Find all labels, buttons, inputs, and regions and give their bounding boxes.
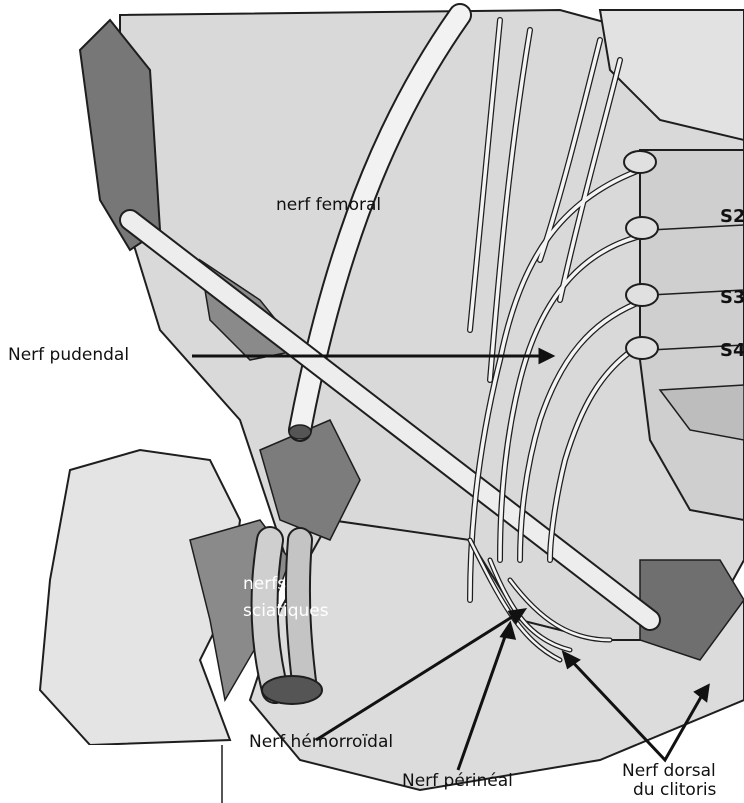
label-nerfs-sciatiques-1: nerfs — [243, 575, 286, 594]
ganglion-s3 — [626, 284, 658, 306]
ganglion-s1 — [624, 151, 656, 173]
label-nerf-femoral: nerf femoral — [276, 196, 381, 215]
label-s4: S4 — [720, 341, 744, 361]
label-s2: S2 — [720, 207, 744, 227]
ganglion-s4 — [626, 337, 658, 359]
label-nerf-pudendal: Nerf pudendal — [8, 346, 129, 365]
label-s3: S3 — [720, 288, 744, 308]
bottom-left-blank — [0, 745, 222, 803]
label-nerf-dorsal-2: du clitoris — [633, 781, 716, 800]
sciatic-cut — [262, 676, 322, 704]
label-nerfs-sciatiques-2: sciatiques — [243, 602, 329, 621]
label-nerf-perineal: Nerf périnéal — [402, 772, 513, 791]
label-nerf-dorsal-1: Nerf dorsal — [622, 762, 716, 781]
nerf-femoral-cut — [289, 425, 311, 439]
label-nerf-hemorroidal: Nerf hémorroïdal — [249, 733, 393, 752]
ganglion-s2 — [626, 217, 658, 239]
